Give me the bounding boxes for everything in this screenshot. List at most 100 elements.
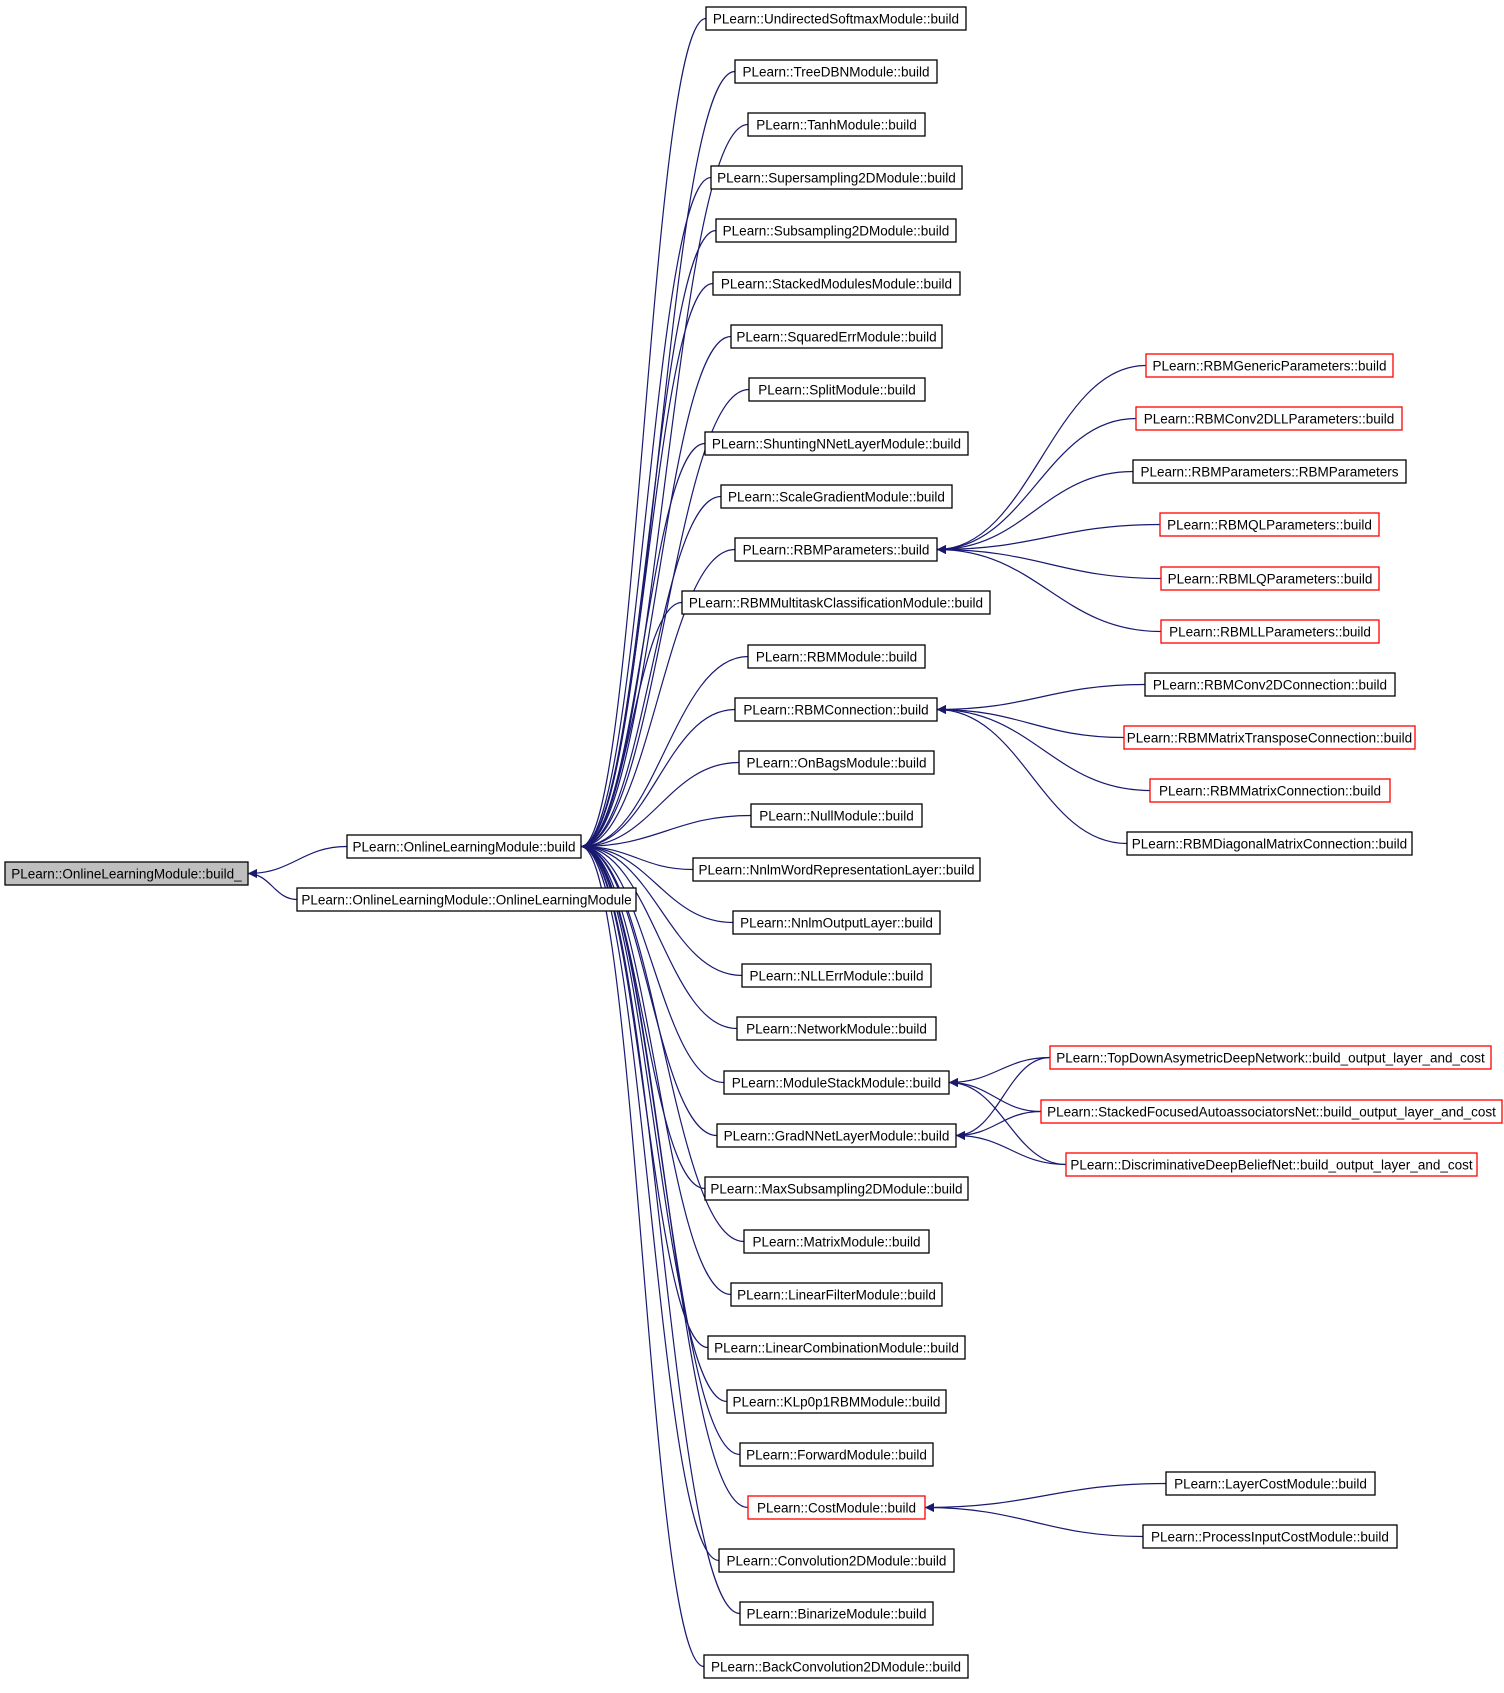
node-box	[1142, 1524, 1398, 1549]
node-label: PLearn::RBMGenericParameters::build	[1152, 359, 1386, 374]
node-c1[interactable]: PLearn::UndirectedSoftmaxModule::build	[705, 6, 967, 31]
node-box	[736, 1016, 937, 1041]
node-r6[interactable]: PLearn::RBMLLParameters::build	[1160, 619, 1380, 644]
node-c6[interactable]: PLearn::StackedModulesModule::build	[712, 271, 961, 296]
node-c28[interactable]: PLearn::ForwardModule::build	[739, 1442, 934, 1467]
node-c17[interactable]: PLearn::NnlmWordRepresentationLayer::bui…	[692, 857, 981, 882]
node-box	[704, 1176, 969, 1201]
node-box	[1144, 672, 1396, 697]
node-label: PLearn::MaxSubsampling2DModule::build	[710, 1182, 962, 1197]
node-c25[interactable]: PLearn::LinearFilterModule::build	[730, 1282, 943, 1307]
node-label: PLearn::NullModule::build	[759, 809, 914, 824]
node-c13[interactable]: PLearn::RBMModule::build	[747, 644, 926, 669]
node-label: PLearn::RBMParameters::RBMParameters	[1140, 465, 1398, 480]
node-box	[704, 431, 969, 456]
node-n_olm_ctor[interactable]: PLearn::OnlineLearningModule::OnlineLear…	[296, 887, 637, 912]
node-box	[715, 218, 957, 243]
node-label: PLearn::RBMConv2DLLParameters::build	[1144, 412, 1395, 427]
node-label: PLearn::CostModule::build	[757, 1501, 916, 1516]
node-c19[interactable]: PLearn::NLLErrModule::build	[741, 963, 932, 988]
node-box	[1132, 459, 1407, 484]
node-c2[interactable]: PLearn::TreeDBNModule::build	[734, 59, 938, 84]
node-c7[interactable]: PLearn::SquaredErrModule::build	[730, 324, 943, 349]
node-r2[interactable]: PLearn::RBMConv2DLLParameters::build	[1135, 406, 1403, 431]
edge-n_olm_build-to-root	[247, 845, 348, 878]
edge-c12-to-n_olm_build	[580, 601, 683, 851]
node-c30[interactable]: PLearn::Convolution2DModule::build	[718, 1548, 955, 1573]
node-r4[interactable]: PLearn::RBMQLParameters::build	[1159, 512, 1380, 537]
edge-c7-to-n_olm_build	[580, 335, 732, 851]
node-box	[747, 112, 926, 137]
node-c31[interactable]: PLearn::BinarizeModule::build	[739, 1601, 934, 1626]
node-c18[interactable]: PLearn::NnlmOutputLayer::build	[732, 910, 941, 935]
edge-q2-to-c29	[924, 1503, 1144, 1538]
node-c32[interactable]: PLearn::BackConvolution2DModule::build	[703, 1654, 969, 1679]
node-r5[interactable]: PLearn::RBMLQParameters::build	[1160, 566, 1380, 591]
node-c5[interactable]: PLearn::Subsampling2DModule::build	[715, 218, 957, 243]
edge-m1-to-c22	[955, 1056, 1051, 1140]
node-q2[interactable]: PLearn::ProcessInputCostModule::build	[1142, 1524, 1398, 1549]
node-k4[interactable]: PLearn::RBMDiagonalMatrixConnection::bui…	[1126, 831, 1413, 856]
node-label: PLearn::NnlmWordRepresentationLayer::bui…	[699, 863, 975, 878]
node-label: PLearn::NetworkModule::build	[746, 1022, 927, 1037]
edge-c11-to-n_olm_build	[580, 548, 736, 851]
node-label: PLearn::BackConvolution2DModule::build	[711, 1660, 961, 1675]
node-c29[interactable]: PLearn::CostModule::build	[747, 1495, 926, 1520]
node-c15[interactable]: PLearn::OnBagsModule::build	[738, 750, 935, 775]
edge-c18-to-n_olm_build	[580, 842, 734, 924]
node-label: PLearn::OnlineLearningModule::OnlineLear…	[301, 893, 631, 908]
node-m2[interactable]: PLearn::StackedFocusedAutoassociatorsNet…	[1040, 1099, 1503, 1124]
node-r1[interactable]: PLearn::RBMGenericParameters::build	[1145, 353, 1394, 378]
node-k3[interactable]: PLearn::RBMMatrixConnection::build	[1149, 778, 1391, 803]
node-c21[interactable]: PLearn::ModuleStackModule::build	[723, 1070, 950, 1095]
node-c20[interactable]: PLearn::NetworkModule::build	[736, 1016, 937, 1041]
edge-r4-to-c11	[936, 523, 1161, 554]
node-m1[interactable]: PLearn::TopDownAsymetricDeepNetwork::bui…	[1049, 1045, 1492, 1070]
node-box	[703, 1654, 969, 1679]
node-c9[interactable]: PLearn::ShuntingNNetLayerModule::build	[704, 431, 969, 456]
edge-c24-to-n_olm_build	[580, 842, 745, 1243]
node-c23[interactable]: PLearn::MaxSubsampling2DModule::build	[704, 1176, 969, 1201]
node-m3[interactable]: PLearn::DiscriminativeDeepBeliefNet::bui…	[1065, 1152, 1478, 1177]
node-label: PLearn::RBMQLParameters::build	[1167, 518, 1372, 533]
node-box	[1159, 512, 1380, 537]
node-c4[interactable]: PLearn::Supersampling2DModule::build	[710, 165, 963, 190]
node-box	[712, 271, 961, 296]
node-k1[interactable]: PLearn::RBMConv2DConnection::build	[1144, 672, 1396, 697]
node-label: PLearn::MatrixModule::build	[752, 1235, 920, 1250]
node-box	[723, 1070, 950, 1095]
node-label: PLearn::ScaleGradientModule::build	[728, 490, 945, 505]
edge-r2-to-c11	[936, 417, 1137, 554]
edge-c14-to-n_olm_build	[580, 708, 736, 851]
node-box	[1160, 619, 1380, 644]
node-k2[interactable]: PLearn::RBMMatrixTransposeConnection::bu…	[1123, 725, 1416, 750]
edge-m1-to-c21	[948, 1056, 1051, 1087]
node-n_olm_build[interactable]: PLearn::OnlineLearningModule::build	[346, 834, 582, 859]
node-c27[interactable]: PLearn::KLp0p1RBMModule::build	[726, 1389, 947, 1414]
node-c10[interactable]: PLearn::ScaleGradientModule::build	[720, 484, 953, 509]
node-label: PLearn::StackedModulesModule::build	[721, 277, 952, 292]
node-c26[interactable]: PLearn::LinearCombinationModule::build	[707, 1335, 966, 1360]
edge-c31-to-n_olm_build	[580, 842, 741, 1615]
node-r3[interactable]: PLearn::RBMParameters::RBMParameters	[1132, 459, 1407, 484]
node-c11[interactable]: PLearn::RBMParameters::build	[734, 537, 938, 562]
node-label: PLearn::LinearCombinationModule::build	[714, 1341, 959, 1356]
node-box	[743, 1229, 930, 1254]
node-q1[interactable]: PLearn::LayerCostModule::build	[1165, 1471, 1376, 1496]
node-c3[interactable]: PLearn::TanhModule::build	[747, 112, 926, 137]
node-c22[interactable]: PLearn::GradNNetLayerModule::build	[716, 1123, 957, 1148]
node-label: PLearn::RBMMatrixConnection::build	[1159, 784, 1381, 799]
node-box	[726, 1389, 947, 1414]
node-c8[interactable]: PLearn::SplitModule::build	[748, 377, 926, 402]
node-c16[interactable]: PLearn::NullModule::build	[750, 803, 923, 828]
node-c14[interactable]: PLearn::RBMConnection::build	[734, 697, 938, 722]
node-label: PLearn::BinarizeModule::build	[746, 1607, 926, 1622]
node-c24[interactable]: PLearn::MatrixModule::build	[743, 1229, 930, 1254]
nodes-layer: PLearn::OnlineLearningModule::build_PLea…	[4, 6, 1503, 1679]
node-label: PLearn::RBMLLParameters::build	[1169, 625, 1371, 640]
node-label: PLearn::ProcessInputCostModule::build	[1151, 1530, 1389, 1545]
node-c12[interactable]: PLearn::RBMMultitaskClassificationModule…	[681, 590, 991, 615]
node-label: PLearn::RBMModule::build	[756, 650, 917, 665]
node-box	[710, 165, 963, 190]
node-label: PLearn::DiscriminativeDeepBeliefNet::bui…	[1070, 1158, 1472, 1173]
